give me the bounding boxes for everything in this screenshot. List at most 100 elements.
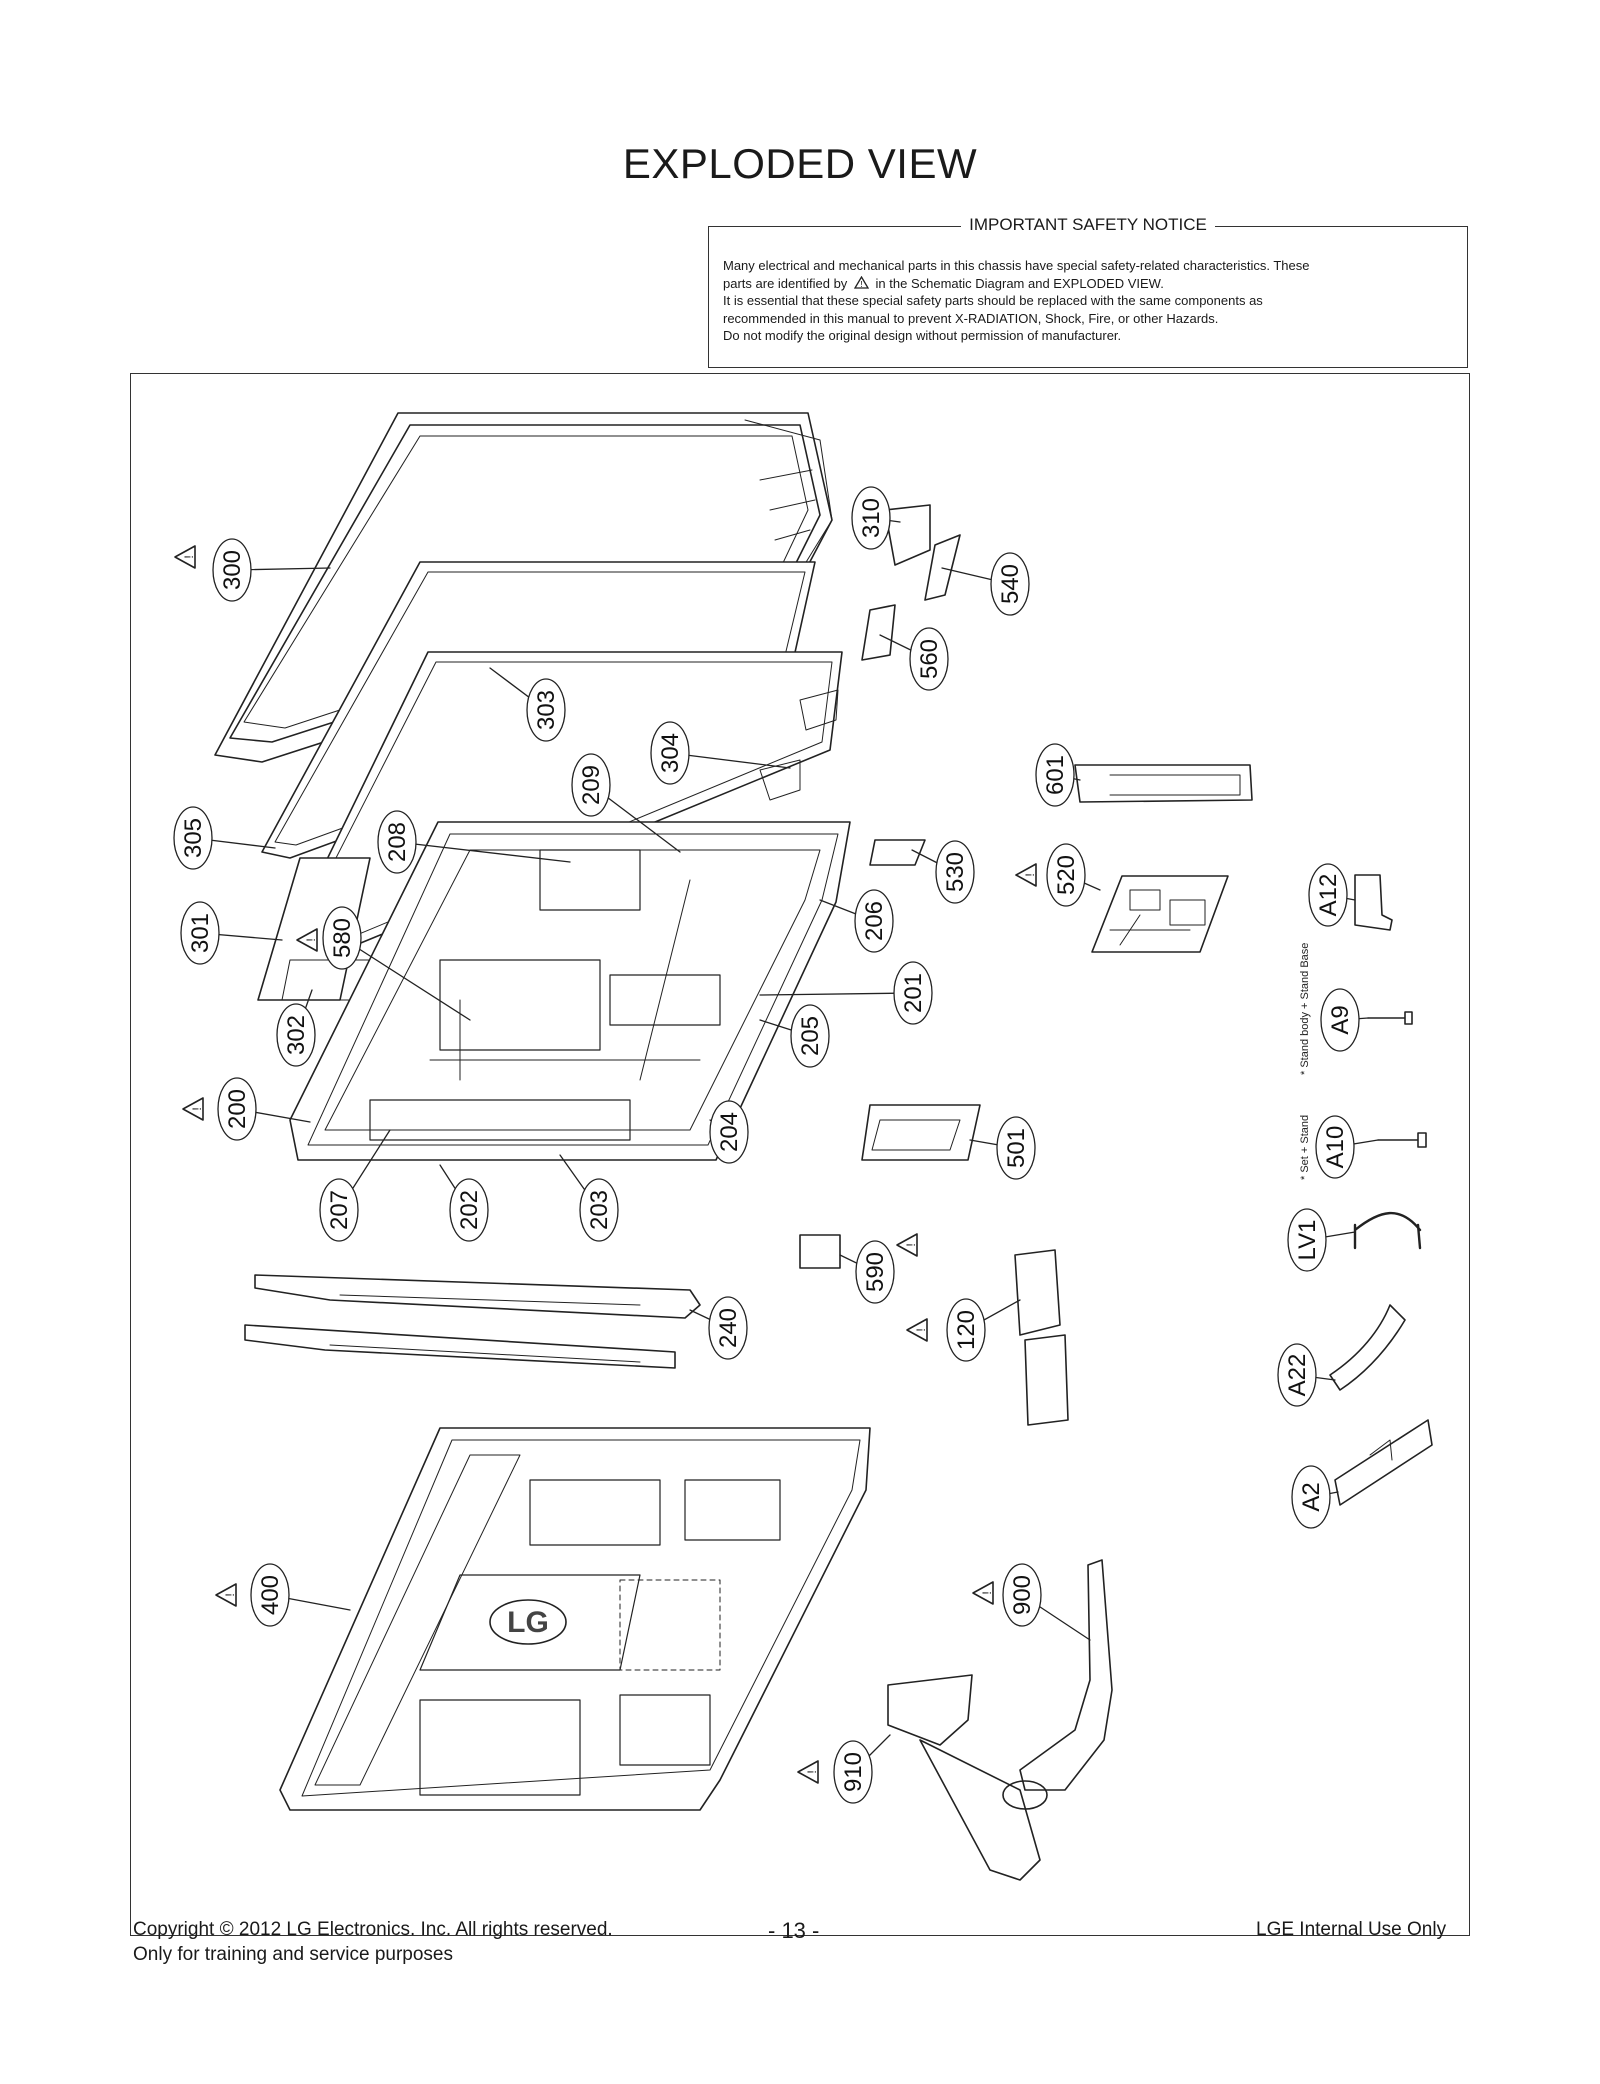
callout-label: A2 — [1298, 1482, 1325, 1511]
stand-cover — [1329, 1304, 1406, 1391]
callout-label: A12 — [1315, 874, 1342, 917]
callout-label: A10 — [1322, 1126, 1349, 1169]
notice-line: parts are identified by ! in the Schemat… — [723, 275, 1164, 291]
callout-A10: A10 — [1315, 1115, 1379, 1179]
stand-body — [919, 1559, 1113, 1881]
svg-text:!: ! — [805, 1770, 819, 1773]
callout-label: 590 — [862, 1252, 889, 1292]
warning-triangle-icon: ! — [182, 1097, 204, 1121]
svg-text:!: ! — [1023, 873, 1037, 876]
svg-text:!: ! — [182, 555, 196, 558]
callout-label: 302 — [283, 1015, 310, 1055]
warning-triangle-icon: ! — [296, 928, 318, 952]
callout-bubble — [1315, 1115, 1355, 1179]
callout-label: 209 — [578, 765, 605, 805]
callout-A2: A2 — [1291, 1465, 1339, 1529]
callout-209: 209 — [571, 753, 681, 853]
callout-bubble — [855, 1240, 895, 1304]
callout-bubble — [1277, 1343, 1317, 1407]
callout-bubble — [1320, 988, 1360, 1052]
callout-207: 207 — [319, 1129, 391, 1242]
callout-bubble — [709, 1100, 749, 1164]
callout-bubble — [1287, 1208, 1327, 1272]
callout-bubble — [1308, 863, 1348, 927]
svg-text:!: ! — [223, 1593, 237, 1596]
callout-bubble — [1046, 843, 1086, 907]
svg-text:!: ! — [304, 938, 318, 941]
callout-501: 501 — [969, 1116, 1036, 1180]
callout-305: 305 — [173, 806, 276, 870]
callout-205: 205 — [759, 1004, 830, 1068]
callout-label: 301 — [187, 913, 214, 953]
callout-bubble — [377, 810, 417, 874]
callout-bubble — [1002, 1563, 1042, 1627]
callout-204: 204 — [709, 1100, 749, 1164]
callout-bubble — [173, 806, 213, 870]
callout-203: 203 — [559, 1154, 619, 1242]
notice-body: Many electrical and mechanical parts in … — [723, 257, 1453, 345]
svg-text:!: ! — [904, 1243, 918, 1246]
callout-540: 540 — [941, 552, 1030, 616]
callout-label: 540 — [997, 564, 1024, 604]
callout-bubble — [571, 753, 611, 817]
page-number: - 13 - — [768, 1918, 820, 1943]
callout-label: A22 — [1284, 1354, 1311, 1397]
callout-bubble — [833, 1740, 873, 1804]
warning-triangle-icon: ! — [853, 275, 870, 288]
side-bracket — [1074, 764, 1253, 803]
footer-copyright: Copyright © 2012 LG Electronics. Inc. Al… — [133, 1919, 613, 1940]
callout-label: 200 — [224, 1089, 251, 1129]
leader-line — [396, 841, 571, 863]
callout-label: 202 — [456, 1190, 483, 1230]
callout-bubble — [851, 486, 891, 550]
stand-bracket — [1354, 874, 1393, 931]
warning-triangle-icon: ! — [174, 545, 196, 569]
notice-line: Many electrical and mechanical parts in … — [723, 258, 1310, 273]
callout-label: 310 — [858, 498, 885, 538]
leader-line — [759, 992, 914, 996]
callout-label: 203 — [586, 1190, 613, 1230]
tuner-board — [861, 1104, 981, 1161]
screws — [1367, 1011, 1427, 1148]
svg-text:!: ! — [914, 1328, 928, 1331]
connector-bracket — [869, 839, 926, 866]
callout-bubble — [708, 1296, 748, 1360]
callout-310: 310 — [851, 486, 901, 550]
callout-label: 206 — [861, 901, 888, 941]
callout-580: 580 — [322, 906, 471, 1021]
callout-520: 520 — [1046, 843, 1101, 907]
warning-triangle-icon: ! — [972, 1581, 994, 1605]
callout-302: 302 — [276, 989, 316, 1067]
svg-text:!: ! — [980, 1591, 994, 1594]
callout-A12: A12 — [1308, 863, 1356, 927]
callout-label: A9 — [1327, 1005, 1354, 1034]
key-bracket — [884, 504, 931, 566]
callout-530: 530 — [911, 840, 975, 904]
callout-label: 120 — [953, 1310, 980, 1350]
warning-triangle-icon: ! — [1015, 863, 1037, 887]
callout-bubble — [990, 552, 1030, 616]
callout-bubble — [276, 1003, 316, 1067]
callout-560: 560 — [879, 627, 949, 691]
callout-bubble — [526, 678, 566, 742]
callout-206: 206 — [819, 889, 894, 953]
svg-text:!: ! — [190, 1107, 204, 1110]
callout-label: 208 — [384, 822, 411, 862]
callout-201: 201 — [759, 961, 933, 1025]
back-cover: LG — [279, 1427, 871, 1811]
callout-bubble — [790, 1004, 830, 1068]
callout-label: 520 — [1053, 855, 1080, 895]
warning-triangle-icon: ! — [896, 1233, 918, 1257]
warning-triangle-icon: ! — [215, 1583, 237, 1607]
callout-label: 400 — [257, 1575, 284, 1615]
callout-200: 200 — [217, 1077, 311, 1141]
drawing-frame — [130, 373, 1470, 1936]
callout-bubble — [250, 1563, 290, 1627]
stand-rails — [244, 1274, 701, 1369]
callout-bubble — [449, 1178, 489, 1242]
callout-A9: A9 — [1320, 988, 1369, 1052]
lvds-cable — [1353, 1211, 1422, 1250]
notice-heading: IMPORTANT SAFETY NOTICE — [961, 215, 1215, 234]
callout-label: 910 — [840, 1752, 867, 1792]
